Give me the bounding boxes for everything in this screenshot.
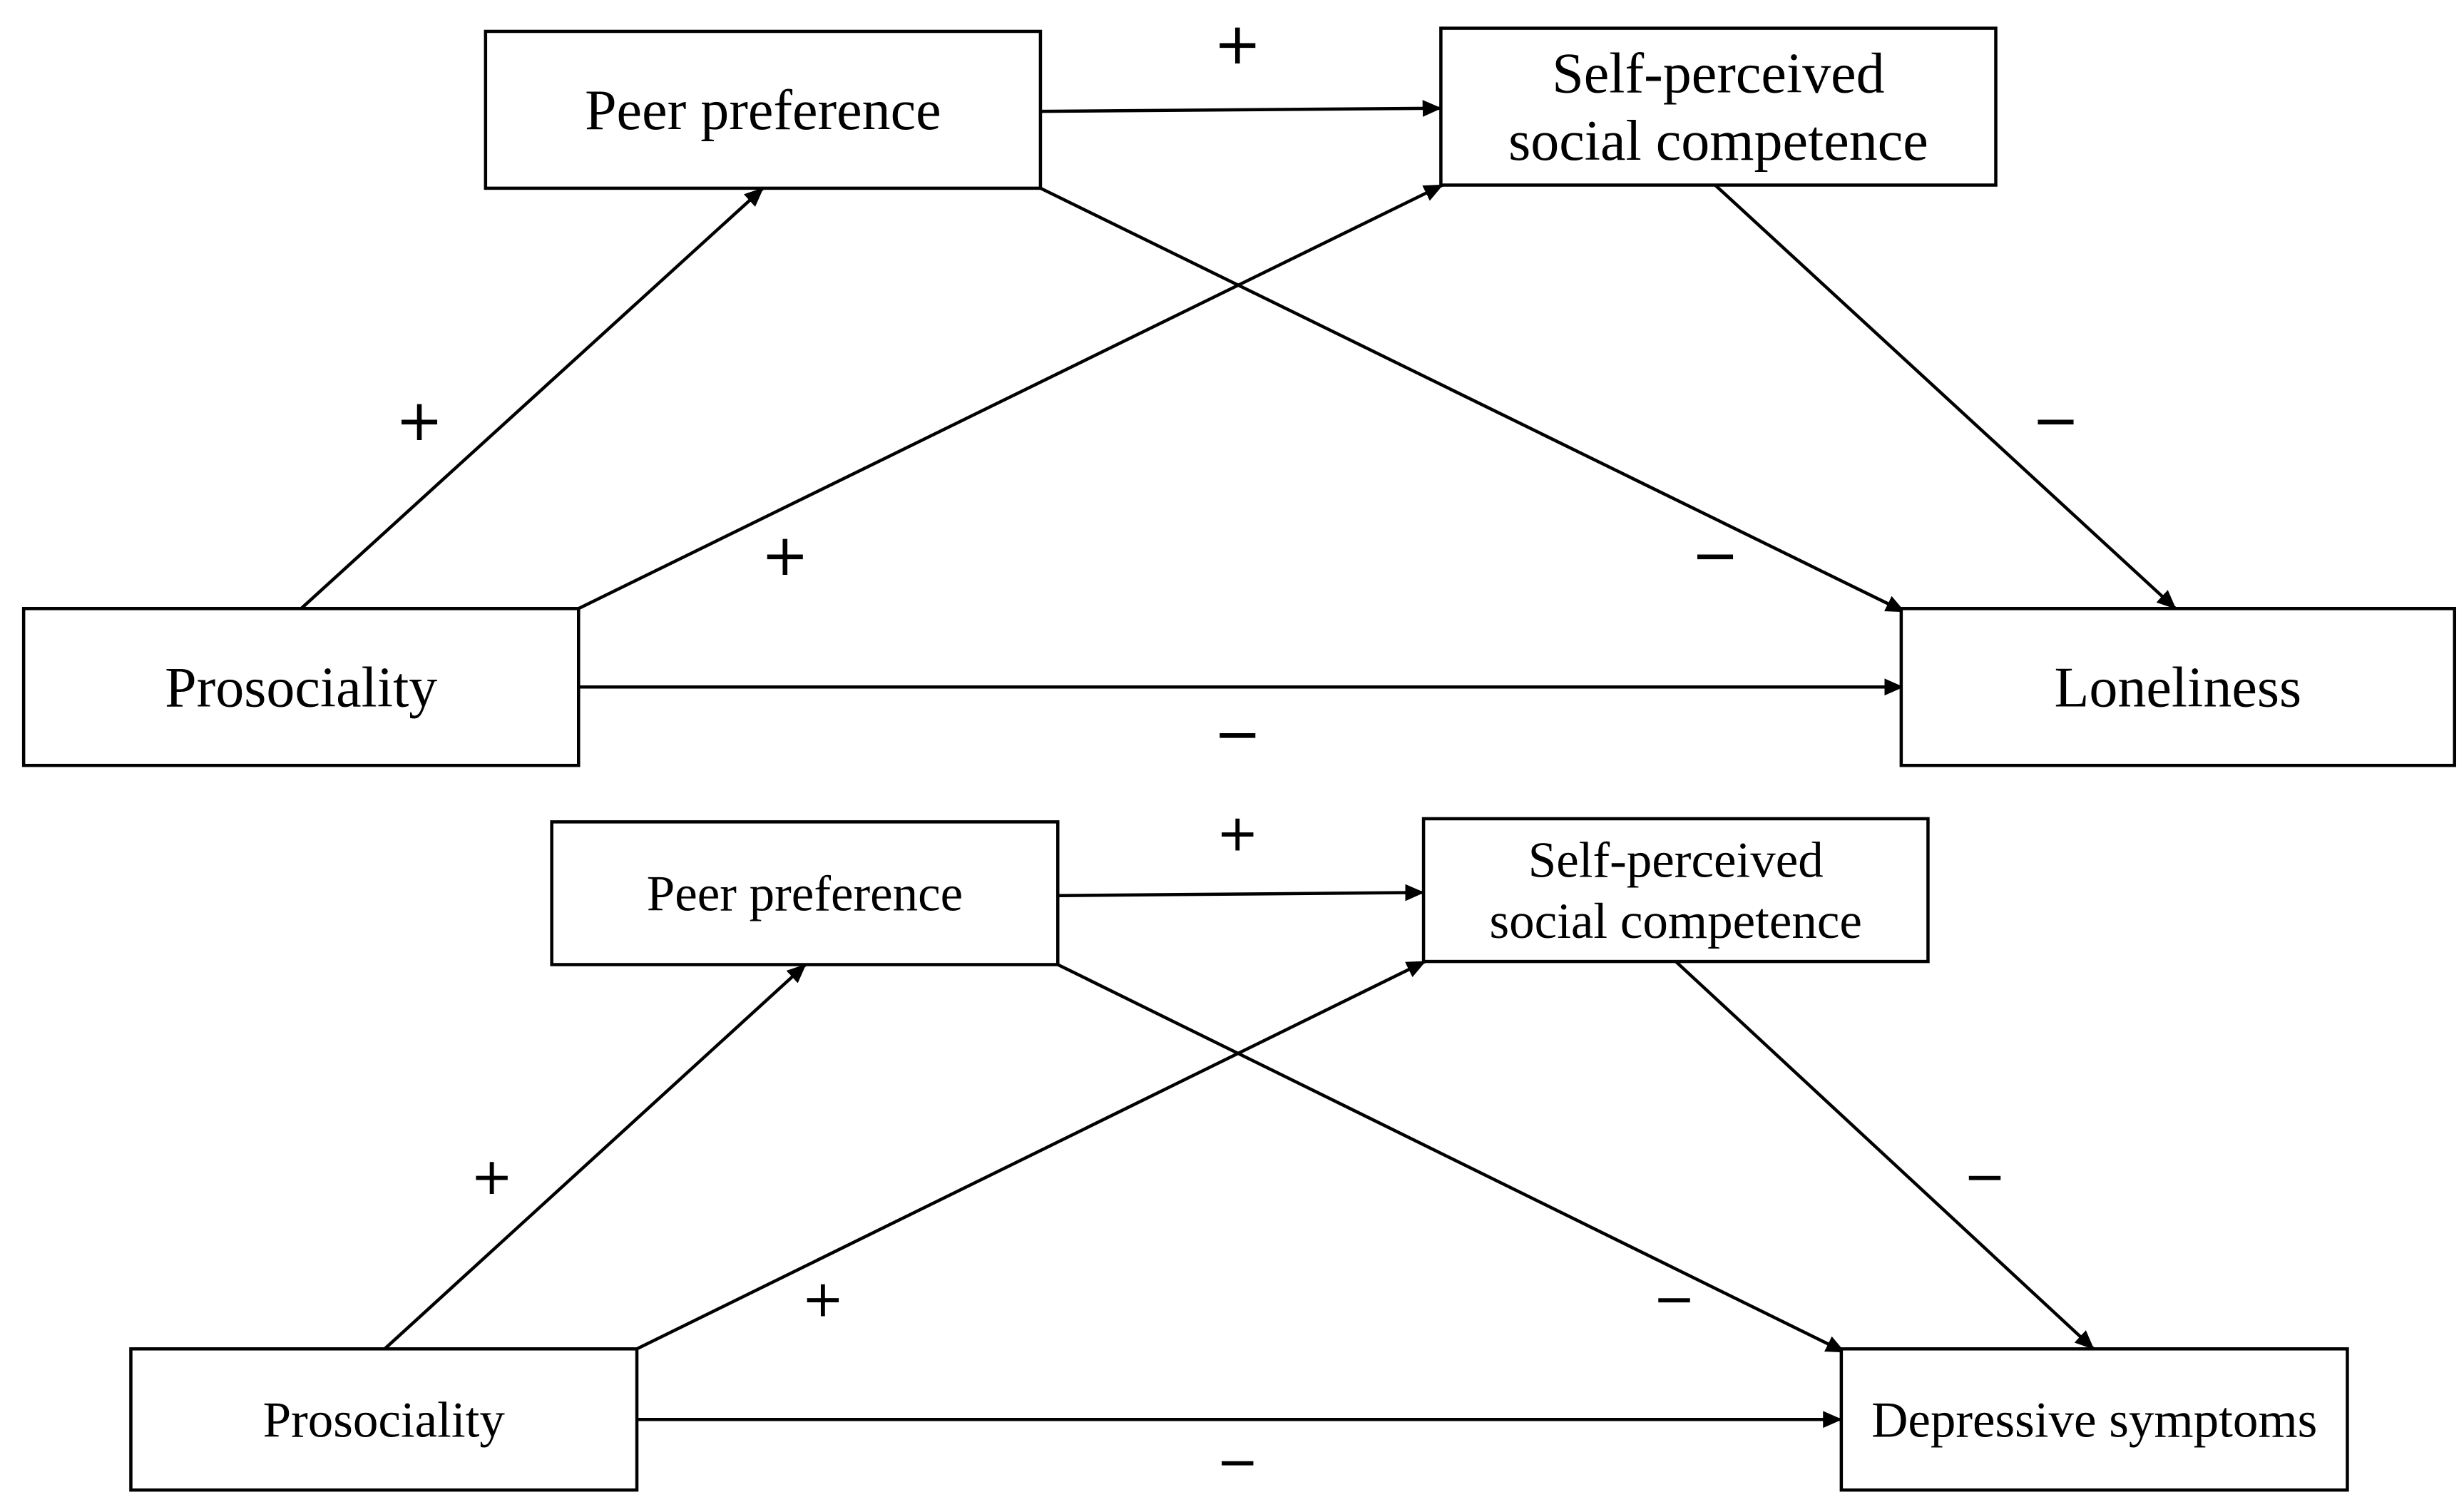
peer-preference-label: Peer preference [647,867,963,922]
path-arrow-self_perceived-to-outcome [1714,183,2177,610]
prosociality-label: Prosociality [263,1392,506,1448]
path-sign-peer_preference-to-self_perceived: + [1216,803,1259,862]
path-arrow-peer_preference-to-outcome [1039,186,1906,613]
path-arrow-self_perceived-to-outcome [1675,960,2095,1350]
prosociality-box [129,1347,639,1492]
peer-preference-box [550,820,1060,966]
prosociality-box [21,607,581,767]
path-arrow-prosociality-to-self_perceived [578,183,1443,611]
loneliness-model: + + + − − − Peer preference Self-perceivedsocia… [21,11,2456,767]
peer-preference-box [484,29,1043,190]
peer-preference-label: Peer preference [585,79,941,142]
path-sign-self_perceived-to-outcome: − [2032,387,2080,454]
path-sign-prosociality-to-self_perceived: + [802,1269,844,1328]
path-sign-self_perceived-to-outcome: − [1963,1147,2006,1206]
path-sign-peer_preference-to-self_perceived: + [1214,11,1262,77]
outcome-label: Loneliness [2054,656,2301,719]
path-sign-prosociality-to-self_perceived: + [761,522,809,588]
path-sign-prosociality-to-peer_preference: + [471,1147,513,1206]
prosociality-label: Prosociality [165,656,437,719]
path-sign-prosociality-to-peer_preference: + [395,387,443,454]
path-arrow-peer_preference-to-self_perceived [1040,100,1442,117]
self-perceived-label: social competence [1508,110,1928,173]
self-perceived-box [1421,817,1930,964]
outcome-label: Depressive symptoms [1871,1392,2317,1448]
path-arrow-prosociality-to-self_perceived [636,960,1426,1351]
path-sign-peer_preference-to-outcome: − [1692,522,1739,588]
path-arrow-prosociality-to-peer_preference [300,187,765,610]
self-perceived-label: Self-perceived [1528,832,1824,888]
path-arrow-prosociality-to-peer_preference [383,963,807,1350]
path-sign-prosociality-to-outcome: − [1214,701,1262,767]
path-arrow-peer_preference-to-outcome [1057,963,1846,1354]
depressive-model: + + + − − − Peer preference Self-perceived socia… [129,803,2349,1492]
path-sign-prosociality-to-outcome: − [1216,1432,1259,1491]
outcome-box [1899,607,2456,767]
self-perceived-label: Self-perceived [1552,42,1884,105]
self-perceived-box [1439,26,1998,187]
path-arrow-peer_preference-to-self_perceived [1058,884,1425,901]
path-sign-peer_preference-to-outcome: − [1653,1269,1696,1328]
outcome-box [1839,1347,2349,1492]
self-perceived-label: social competence [1490,894,1862,949]
